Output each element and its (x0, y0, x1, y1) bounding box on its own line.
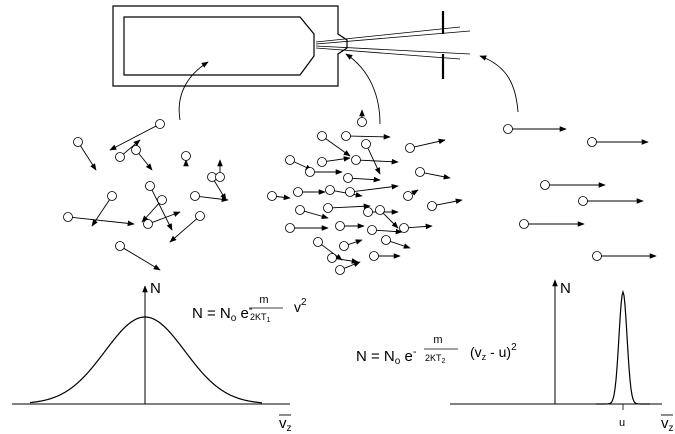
jet-molecule (367, 225, 403, 235)
oven-outer-wall (112, 5, 348, 87)
right-gaussian-curve (596, 289, 650, 405)
source-molecule (115, 139, 141, 162)
jet-molecule (405, 138, 446, 153)
left-gaussian-curve (29, 316, 263, 404)
region-pointers (178, 53, 519, 125)
source-molecule (169, 211, 205, 243)
jet-molecule (361, 139, 381, 175)
source-molecule (215, 159, 225, 182)
beam-molecule (578, 196, 644, 206)
jet-molecule (341, 131, 391, 141)
right-peak-label: u (619, 417, 625, 429)
molecules-source (63, 119, 229, 271)
jet-molecule (317, 131, 351, 157)
molecules-jet (267, 109, 463, 275)
oven-inner-wall (123, 16, 315, 76)
svg-text:m: m (433, 334, 442, 346)
jet-molecule (415, 167, 451, 180)
source-molecule (190, 191, 229, 203)
jet-molecule (335, 221, 365, 231)
beam-molecule (519, 219, 585, 229)
source-molecule (145, 181, 173, 231)
pointer-oven-arrow (178, 61, 209, 121)
jet-molecule (267, 191, 291, 201)
jet-molecule (313, 237, 343, 261)
jet-molecule (357, 109, 367, 127)
source-molecule (131, 145, 153, 171)
left-y-label: N (150, 280, 161, 297)
jet-molecule (295, 205, 329, 219)
svg-text:m: m (259, 294, 268, 306)
source-molecule (115, 241, 161, 271)
jet-molecule (343, 173, 381, 183)
jet-molecule (335, 261, 361, 275)
jet-molecule (317, 156, 351, 167)
jet-molecule (327, 253, 359, 264)
source-molecule (63, 212, 135, 227)
jet-molecule (427, 198, 463, 211)
equation-maxwell-boltzmann: N = No e- m 2KT1 v2 (192, 294, 307, 324)
molecules-beam (503, 124, 657, 261)
oven-chamber (112, 5, 348, 87)
jet-molecule (323, 203, 371, 213)
svg-text:(vz - u)2: (vz - u)2 (470, 342, 517, 362)
jet-molecule (369, 251, 401, 261)
jet-molecule (345, 184, 399, 197)
svg-text:N = No e-: N = No e- (356, 346, 417, 367)
svg-text:2KT1: 2KT1 (250, 312, 271, 324)
svg-text:N = No e-: N = No e- (192, 303, 253, 324)
beam-molecule (540, 180, 606, 190)
jet-molecule (339, 239, 363, 251)
svg-text:2KT2: 2KT2 (425, 353, 446, 365)
source-molecule (73, 137, 97, 171)
source-molecule (109, 119, 165, 151)
source-molecule (143, 211, 181, 229)
beam-molecule (587, 137, 649, 147)
beam-molecule (592, 251, 657, 261)
svg-text:v2: v2 (294, 297, 307, 315)
jet-molecule (293, 187, 326, 197)
plot-narrow-distribution: N u vz (450, 279, 674, 434)
source-molecule (91, 191, 117, 227)
jet-molecule (351, 155, 399, 165)
pointer-beam-arrow (479, 55, 519, 113)
source-molecule (141, 195, 167, 223)
jet-molecule (399, 223, 433, 233)
svg-text:vz: vz (661, 415, 674, 434)
equation-shifted-distribution: N = No e- m 2KT2 (vz - u)2 (356, 334, 517, 367)
svg-text:vz: vz (279, 415, 292, 434)
beam-molecule (503, 124, 567, 134)
pointer-nozzle-arrow (345, 53, 381, 125)
plot-broad-distribution: N vz (12, 280, 292, 434)
right-x-label: vz (661, 414, 674, 434)
jet-molecule (403, 189, 419, 201)
right-y-label: N (560, 280, 571, 297)
jet-molecule (305, 167, 343, 177)
beam-cone (315, 26, 471, 60)
jet-molecule (375, 205, 399, 229)
jet-molecule (285, 223, 329, 233)
source-molecule (181, 151, 191, 167)
jet-molecule (381, 235, 411, 249)
left-x-label: vz (279, 414, 292, 434)
